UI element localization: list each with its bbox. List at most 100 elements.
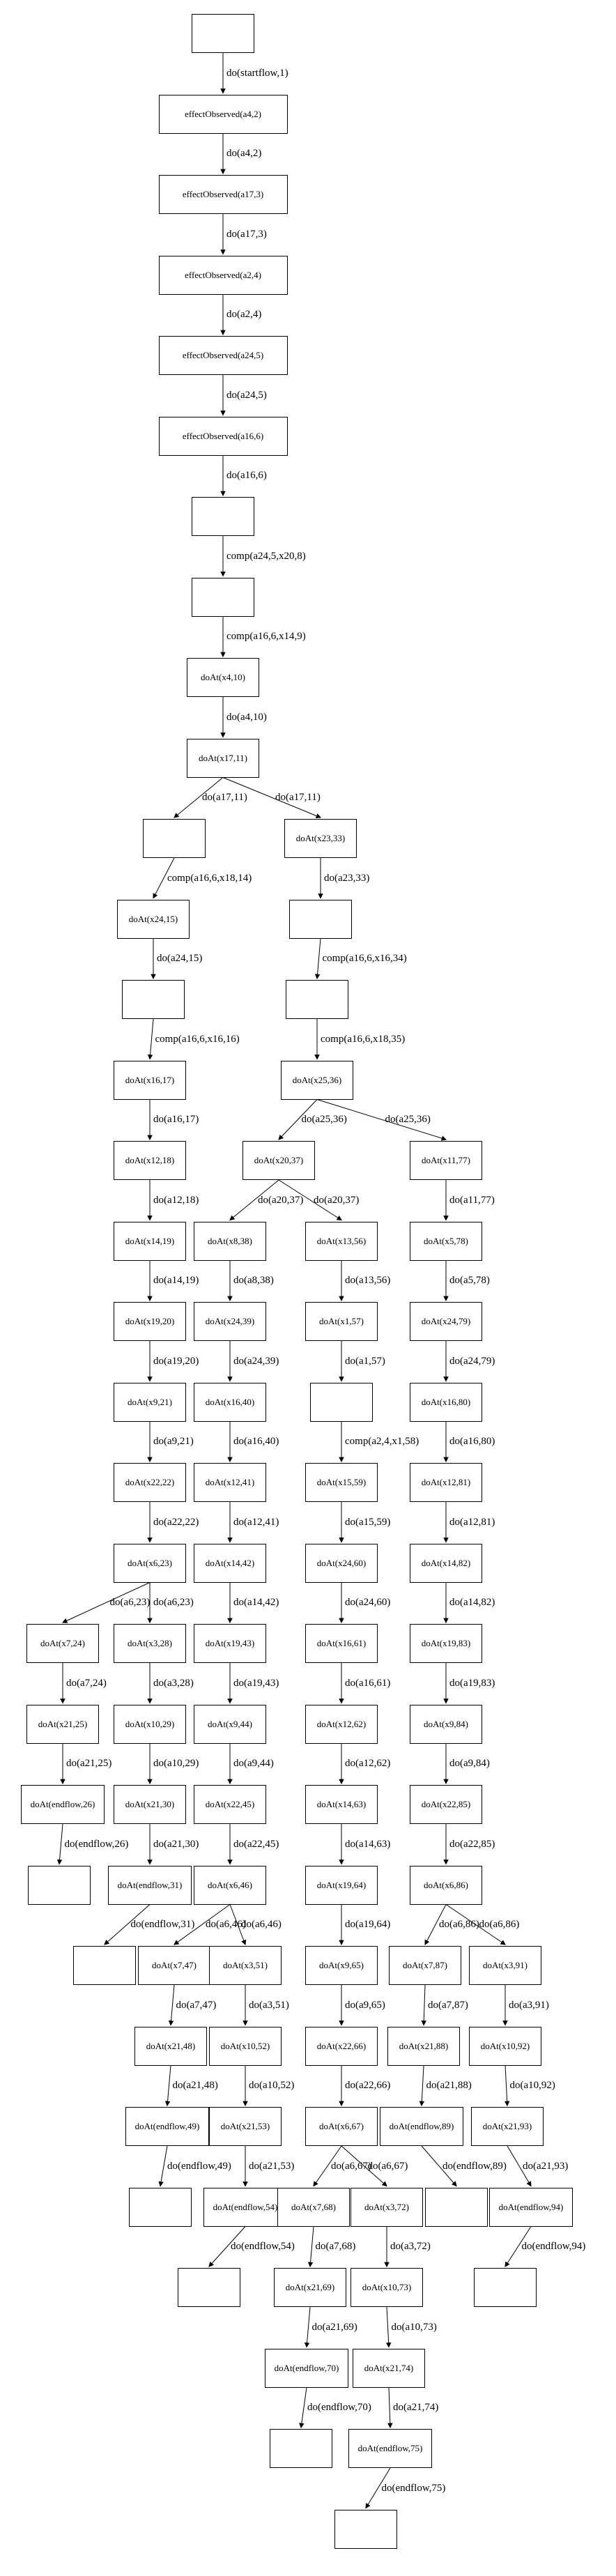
edge-label: do(a16,17) [153, 1114, 199, 1126]
graph-node-d49: doAt(endflow,49) [125, 2107, 209, 2146]
graph-node-d46: doAt(x6,46) [194, 1865, 266, 1905]
graph-edge-d31-t31 [104, 1904, 151, 1945]
edge-label: do(a17,3) [226, 228, 267, 240]
edge-label: do(a21,25) [66, 1758, 112, 1770]
edge-label: do(a24,5) [226, 389, 267, 401]
edge-label: do(endflow,89) [442, 2160, 507, 2172]
edge-label: do(endflow,75) [381, 2482, 446, 2494]
graph-node-d72: doAt(x3,72) [351, 2187, 423, 2227]
graph-node-d75: doAt(endflow,75) [348, 2429, 432, 2468]
graph-node-d17: doAt(x16,17) [114, 1060, 186, 1100]
edge-label: comp(a16,6,x18,35) [321, 1033, 406, 1045]
edge-label: do(a21,88) [426, 2080, 472, 2092]
graph-node-d48: doAt(x21,48) [134, 2026, 207, 2066]
graph-node-d26: doAt(endflow,26) [21, 1785, 105, 1824]
edge-label: do(a22,85) [449, 1838, 495, 1850]
graph-edge-d67-d68 [313, 2145, 342, 2187]
edge-label: do(a2,4) [226, 309, 262, 321]
graph-node-d30: doAt(x21,30) [114, 1785, 186, 1824]
graph-node-cmp8 [192, 577, 254, 617]
graph-node-d37: doAt(x20,37) [242, 1141, 315, 1180]
graph-node-d43: doAt(x19,43) [194, 1624, 266, 1663]
graph-node-d69: doAt(x21,69) [274, 2268, 346, 2307]
edge-label: do(a14,82) [449, 1597, 495, 1609]
edge-label: do(a6,23) [109, 1597, 151, 1609]
edge-label: do(endflow,70) [307, 2402, 371, 2414]
edge-label: do(a10,29) [153, 1758, 199, 1770]
graph-node-d80: doAt(x16,80) [410, 1382, 482, 1422]
edge-label: do(a25,36) [385, 1114, 431, 1126]
edge-label: do(a3,51) [249, 1999, 289, 2011]
graph-node-eff4: effectObserved(a2,4) [158, 255, 288, 295]
edge-label: do(a24,79) [449, 1355, 495, 1367]
edge-label: comp(a16,6,x14,9) [226, 631, 306, 643]
edge-label: do(endflow,94) [521, 2241, 586, 2253]
graph-node-d33: doAt(x23,33) [284, 819, 357, 858]
graph-node-d70: doAt(endflow,70) [265, 2348, 348, 2388]
graph-node-d68: doAt(x7,68) [277, 2187, 350, 2227]
edge-label: do(a19,43) [233, 1677, 279, 1689]
graph-edge-d86-d87 [424, 1904, 447, 1945]
graph-node-d45: doAt(x22,45) [194, 1785, 266, 1824]
graph-edge-d46-d51 [229, 1904, 247, 1946]
edge-label: do(a16,6) [226, 470, 267, 482]
edge-label: do(a24,60) [345, 1597, 391, 1609]
graph-edge-d93-d94 [507, 2145, 532, 2187]
graph-edge-d26-t26 [56, 1823, 63, 1865]
edge-label: comp(a16,6,x18,14) [167, 872, 252, 884]
graph-edge-d89-t89 [421, 2145, 457, 2187]
edge-label: do(a5,78) [449, 1275, 490, 1287]
graph-node-d74: doAt(x21,74) [353, 2348, 425, 2388]
graph-node-d28: doAt(x3,28) [114, 1624, 186, 1663]
edge-label: comp(a16,6,x16,34) [322, 953, 407, 965]
edge-label: do(a6,67) [367, 2160, 408, 2172]
edge-label: do(a7,24) [66, 1677, 107, 1689]
graph-node-d85: doAt(x22,85) [410, 1785, 482, 1824]
edge-label: do(a22,22) [153, 1516, 199, 1528]
edge-label: do(a23,33) [324, 872, 370, 884]
graph-node-d20: doAt(x19,20) [114, 1302, 186, 1341]
graph-edge-d37-d38 [229, 1179, 279, 1221]
graph-node-d65: doAt(x9,65) [305, 1946, 378, 1985]
edge-label: do(a6,86) [439, 1919, 479, 1931]
edge-label: do(a6,23) [153, 1597, 194, 1609]
edge-label: do(a14,42) [233, 1597, 279, 1609]
edge-label: do(a3,72) [390, 2241, 431, 2253]
graph-node-d52: doAt(x10,52) [209, 2026, 282, 2066]
graph-edge-d75-t75 [365, 2467, 391, 2509]
graph-node-d19: doAt(x14,19) [114, 1221, 186, 1261]
graph-edge-d88-d89 [419, 2065, 425, 2107]
graph-node-t75 [334, 2509, 397, 2549]
graph-node-d44: doAt(x9,44) [194, 1704, 266, 1744]
graph-edge-d87-d88 [421, 1984, 426, 2026]
graph-node-d60: doAt(x24,60) [305, 1543, 378, 1583]
edge-label: do(endflow,26) [64, 1838, 129, 1850]
graph-node-t54 [178, 2268, 240, 2307]
graph-node-t70 [270, 2429, 332, 2468]
graph-node-t94 [474, 2268, 537, 2307]
graph-edge-d67-d72 [341, 2145, 387, 2187]
edge-label: do(a21,93) [523, 2160, 569, 2172]
edge-label: do(a21,74) [393, 2402, 439, 2414]
edge-label: do(a6,46) [206, 1919, 246, 1931]
graph-node-b34 [289, 899, 352, 939]
graph-edge-d37-d56 [278, 1179, 342, 1221]
graph-node-d79: doAt(x24,79) [410, 1302, 482, 1341]
edge-label: do(a25,36) [301, 1114, 347, 1126]
graph-edge-d86-d91 [445, 1904, 506, 1945]
edge-label: do(a20,37) [314, 1194, 360, 1206]
graph-node-d51: doAt(x3,51) [209, 1946, 282, 1985]
graph-node-d10: doAt(x4,10) [187, 658, 259, 697]
edge-label: do(a10,52) [249, 2080, 295, 2092]
edge-label: do(endflow,54) [231, 2241, 295, 2253]
edge-label: do(endflow,31) [130, 1919, 195, 1931]
graph-node-eff6: effectObserved(a16,6) [158, 416, 288, 456]
graph-node-d94: doAt(endflow,94) [489, 2187, 573, 2227]
graph-node-d38: doAt(x8,38) [194, 1221, 266, 1261]
graph-edge-d69-d70 [304, 2306, 311, 2348]
graph-node-d63: doAt(x14,63) [305, 1785, 378, 1824]
graph-node-d42: doAt(x14,42) [194, 1543, 266, 1583]
graph-edge-d74-d75 [387, 2387, 393, 2429]
edge-label: do(a14,19) [153, 1275, 199, 1287]
